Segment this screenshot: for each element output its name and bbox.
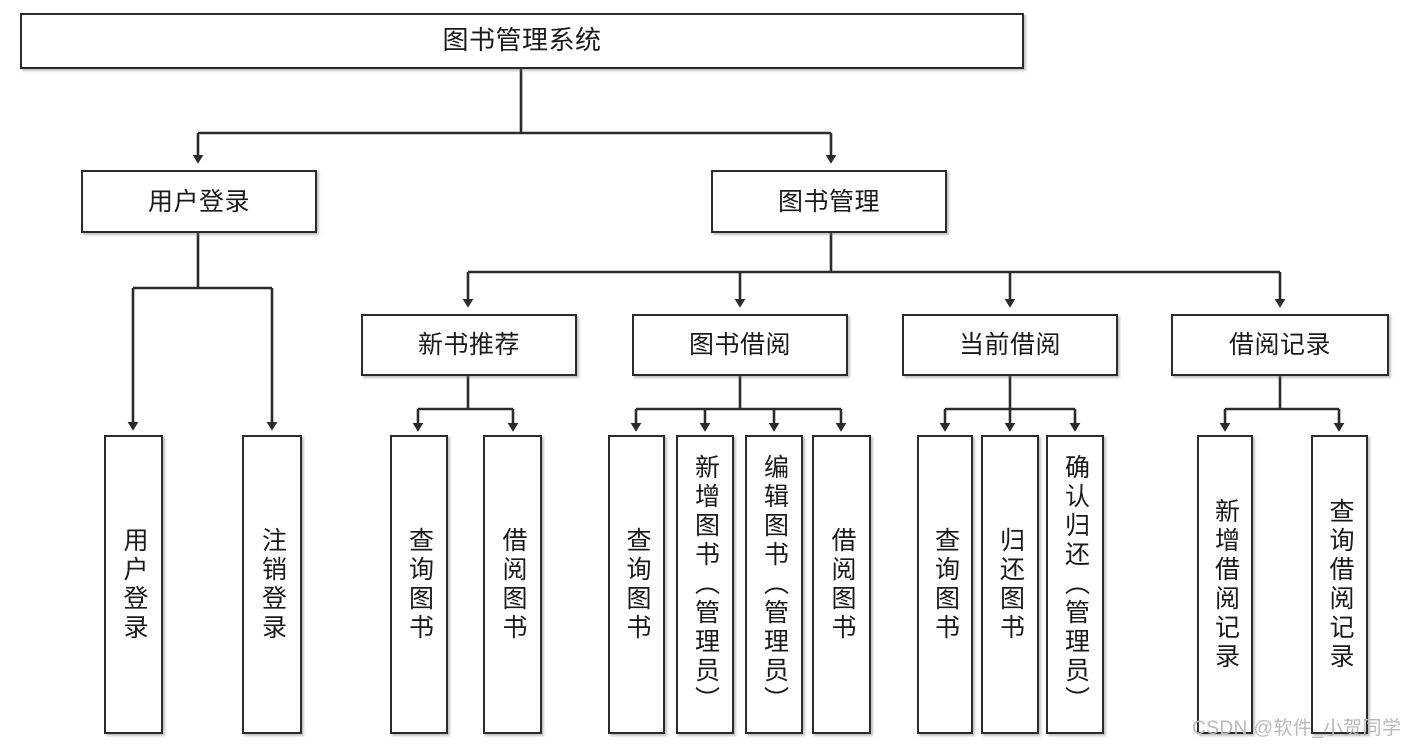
leaf-new-book-query-book[interactable]: 查询图书 xyxy=(390,435,448,734)
node-user-login[interactable]: 用户登录 xyxy=(81,170,317,233)
node-borrow-record[interactable]: 借阅记录 xyxy=(1171,314,1389,376)
leaf-new-book-borrow-book[interactable]: 借阅图书 xyxy=(483,435,542,734)
node-book-management[interactable]: 图书管理 xyxy=(711,170,947,233)
node-label: 图书管理系统 xyxy=(442,25,602,56)
node-label: 图书管理 xyxy=(777,187,880,216)
node-label: 新增图书（管理员） xyxy=(691,454,720,715)
leaf-book-borrow-edit-book-admin[interactable]: 编辑图书（管理员） xyxy=(745,435,803,734)
leaf-book-borrow-borrow-book[interactable]: 借阅图书 xyxy=(812,435,871,734)
node-current-borrow[interactable]: 当前借阅 xyxy=(902,314,1118,376)
node-new-book-recommend[interactable]: 新书推荐 xyxy=(361,314,577,376)
node-label: 查询图书 xyxy=(931,526,960,643)
leaf-current-borrow-confirm-return-admin[interactable]: 确认归还（管理员） xyxy=(1046,435,1104,734)
node-label: 图书借阅 xyxy=(688,331,791,359)
node-label: 当前借阅 xyxy=(958,331,1061,359)
node-label: 借阅记录 xyxy=(1228,331,1331,359)
node-label: 确认归还（管理员） xyxy=(1061,454,1090,715)
leaf-user-login-login[interactable]: 用户登录 xyxy=(104,435,163,734)
node-label: 归还图书 xyxy=(996,526,1025,643)
node-label: 借阅图书 xyxy=(499,526,527,643)
leaf-borrow-record-add-record[interactable]: 新增借阅记录 xyxy=(1197,435,1253,734)
node-label: 注销登录 xyxy=(258,526,287,643)
node-label: 查询借阅记录 xyxy=(1326,497,1354,672)
node-label: 新增借阅记录 xyxy=(1211,497,1240,672)
node-label: 借阅图书 xyxy=(828,526,856,643)
watermark-text: CSDN @软件_小贺同学 xyxy=(1192,718,1402,739)
node-book-borrow[interactable]: 图书借阅 xyxy=(632,314,848,376)
leaf-book-borrow-add-book-admin[interactable]: 新增图书（管理员） xyxy=(676,435,734,734)
leaf-user-login-logout[interactable]: 注销登录 xyxy=(242,435,302,734)
node-label: 编辑图书（管理员） xyxy=(760,454,789,715)
node-label: 新书推荐 xyxy=(417,331,520,359)
leaf-book-borrow-query-book[interactable]: 查询图书 xyxy=(608,435,665,734)
leaf-current-borrow-query-book[interactable]: 查询图书 xyxy=(917,435,973,734)
node-label: 查询图书 xyxy=(623,526,651,643)
node-root-book-management-system[interactable]: 图书管理系统 xyxy=(20,13,1024,69)
node-label: 查询图书 xyxy=(405,526,434,643)
node-label: 用户登录 xyxy=(120,526,148,643)
leaf-current-borrow-return-book[interactable]: 归还图书 xyxy=(981,435,1039,734)
leaf-borrow-record-query-record[interactable]: 查询借阅记录 xyxy=(1311,435,1368,734)
node-label: 用户登录 xyxy=(147,187,250,216)
